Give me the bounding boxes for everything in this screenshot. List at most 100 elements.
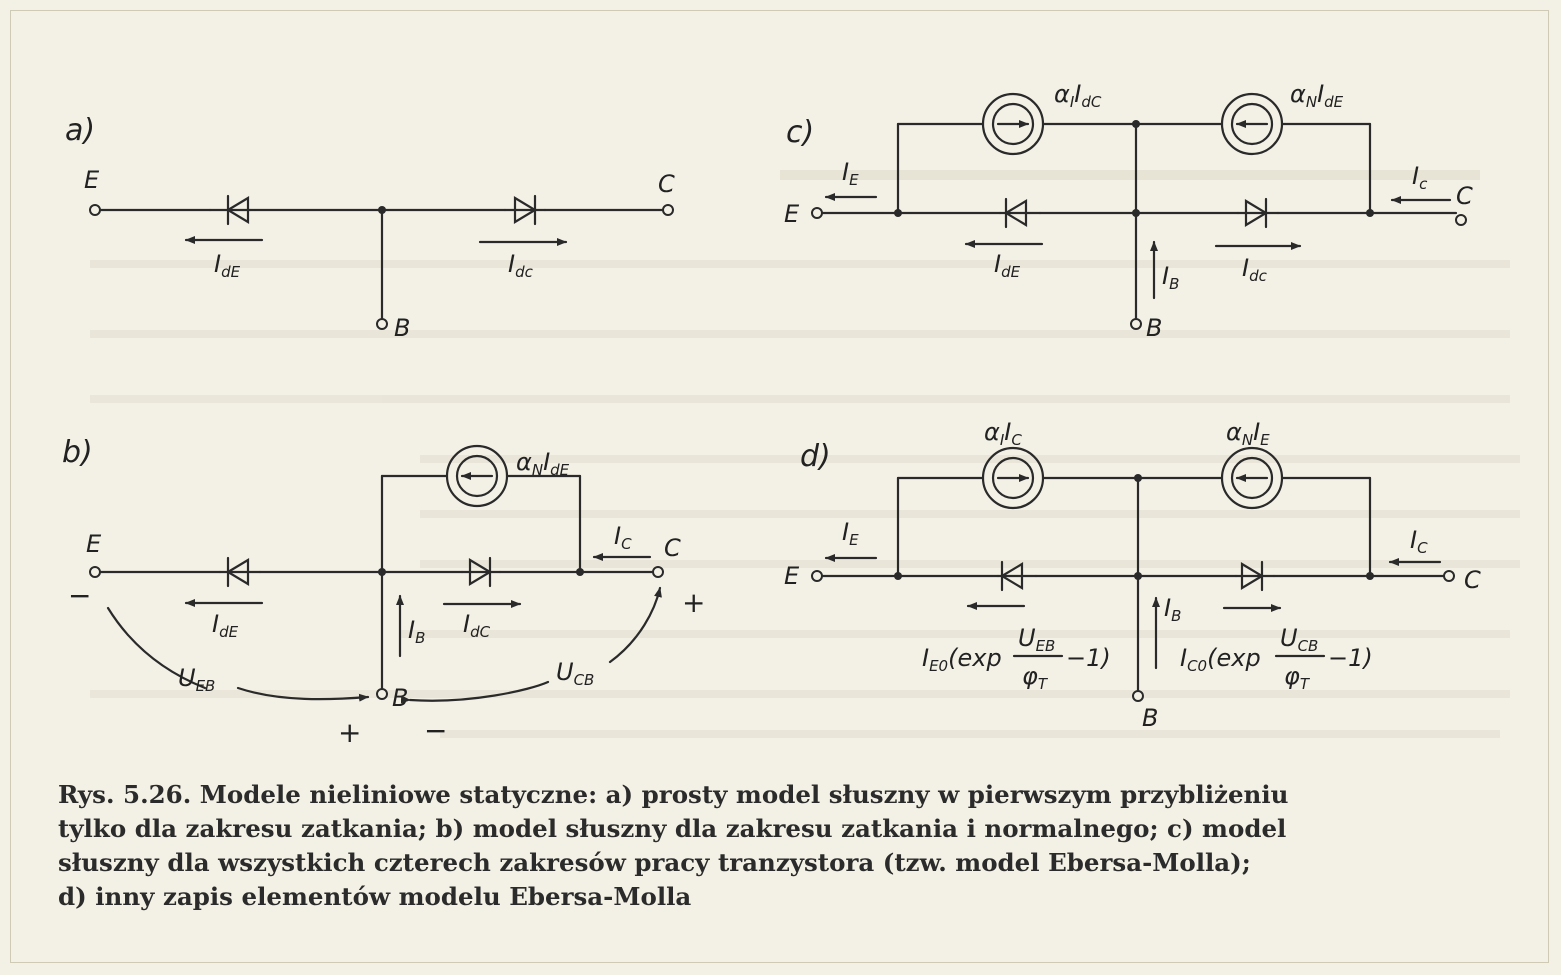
current-label-ic: IC xyxy=(614,522,632,553)
emitter-diode-equation: IE0(exp UEB φT −1) xyxy=(922,624,1111,693)
panel-d-tag: d) xyxy=(800,439,831,474)
collector-diode xyxy=(460,556,502,588)
current-label-ide: IdE xyxy=(214,250,241,281)
emitter-terminal xyxy=(89,566,101,578)
current-source-2 xyxy=(1220,92,1284,156)
base-label: B xyxy=(1142,704,1158,732)
voltage-arc-ueb xyxy=(106,606,207,690)
sign-plus: + xyxy=(682,586,705,619)
svg-text:UEB: UEB xyxy=(1018,624,1055,655)
base-terminal xyxy=(376,688,388,700)
node xyxy=(1134,572,1142,580)
collector-terminal xyxy=(1443,570,1455,582)
current-label-ide: IdE xyxy=(212,610,239,641)
source-1-label: αIIdC xyxy=(1054,80,1102,111)
current-label-idc: IdC xyxy=(463,610,491,641)
emitter-label: E xyxy=(84,166,100,194)
collector-terminal xyxy=(662,204,674,216)
svg-text:IE0(exp: IE0(exp xyxy=(922,644,1002,675)
panel-b: b) E C B αNIdE IC xyxy=(62,435,705,749)
collector-diode-equation: IC0(exp UCB φT −1) xyxy=(1180,624,1373,693)
sign-minus: − xyxy=(68,579,91,612)
collector-label: C xyxy=(658,170,675,198)
node xyxy=(894,572,902,580)
svg-text:−1): −1) xyxy=(1328,644,1373,672)
current-label-ie: IE xyxy=(842,518,859,549)
emitter-diode xyxy=(208,194,252,226)
collector-diode xyxy=(1236,197,1280,229)
node xyxy=(1134,474,1142,482)
emitter-label: E xyxy=(784,200,800,228)
collector-label: C xyxy=(1456,182,1473,210)
page-frame xyxy=(10,10,1549,963)
caption-line: słuszny dla wszystkich czterech zakresów… xyxy=(58,848,1251,877)
collector-terminal xyxy=(1455,214,1467,226)
node xyxy=(378,568,386,576)
emitter-diode xyxy=(998,197,1042,229)
collector-diode xyxy=(503,194,547,226)
current-label-ide: IdE xyxy=(994,250,1021,281)
voltage-label-ucb: UCB xyxy=(556,658,594,689)
emitter-terminal xyxy=(89,204,101,216)
node xyxy=(1366,572,1374,580)
svg-text:φT: φT xyxy=(1022,662,1049,693)
collector-terminal xyxy=(652,566,664,578)
base-terminal xyxy=(376,318,388,330)
source-label: αNIdE xyxy=(516,448,570,479)
node xyxy=(1132,120,1140,128)
base-label: B xyxy=(392,684,408,712)
svg-text:IC0(exp: IC0(exp xyxy=(1180,644,1261,675)
sign-minus: − xyxy=(424,714,447,747)
current-source-1 xyxy=(981,92,1045,156)
svg-text:φT: φT xyxy=(1284,662,1311,693)
source-2-label: αNIE xyxy=(1226,418,1270,449)
voltage-arc-ucb xyxy=(608,586,662,664)
base-terminal xyxy=(1132,690,1144,702)
current-label-idc: Idc xyxy=(508,250,534,281)
panel-d: d) xyxy=(784,418,1481,732)
panel-a: a) E C B IdE Idc xyxy=(65,113,675,342)
source-1-label: αIIC xyxy=(984,418,1022,449)
collector-label: C xyxy=(1464,566,1481,594)
node xyxy=(1366,209,1374,217)
emitter-terminal xyxy=(811,570,823,582)
current-label-ib: IB xyxy=(1162,262,1179,293)
emitter-diode xyxy=(218,556,262,588)
current-source xyxy=(445,444,509,508)
caption-line: Rys. 5.26. Modele nieliniowe statyczne: … xyxy=(58,780,1289,809)
panel-b-tag: b) xyxy=(62,435,93,470)
voltage-label-ueb: UEB xyxy=(178,664,215,695)
node xyxy=(576,568,584,576)
current-label-ib: IB xyxy=(1164,594,1181,625)
bleed-through-texture xyxy=(90,170,1520,738)
emitter-terminal xyxy=(811,207,823,219)
current-source-2 xyxy=(1220,446,1284,510)
emitter-diode xyxy=(996,560,1038,592)
base-label: B xyxy=(1146,314,1162,342)
voltage-arrow-ucb xyxy=(400,680,550,704)
node xyxy=(378,206,386,214)
panel-a-tag: a) xyxy=(65,113,95,148)
current-label-idc: Idc xyxy=(1242,254,1268,285)
collector-diode xyxy=(1234,560,1276,592)
svg-text:UCB: UCB xyxy=(1280,624,1318,655)
source-2-label: αNIdE xyxy=(1290,80,1344,111)
node xyxy=(894,209,902,217)
base-label: B xyxy=(394,314,410,342)
svg-text:−1): −1) xyxy=(1066,644,1111,672)
panel-c-tag: c) xyxy=(786,115,814,150)
collector-label: C xyxy=(664,534,681,562)
emitter-label: E xyxy=(784,562,800,590)
figure-caption: Rys. 5.26. Modele nieliniowe statyczne: … xyxy=(58,778,1508,914)
emitter-label: E xyxy=(86,530,102,558)
current-label-ic: Ic xyxy=(1412,162,1428,193)
node xyxy=(1132,209,1140,217)
current-label-ie: IE xyxy=(842,158,859,189)
panel-c: c) xyxy=(784,80,1473,342)
base-terminal xyxy=(1130,318,1142,330)
current-source-1 xyxy=(981,446,1045,510)
current-label-ic: IC xyxy=(1410,526,1428,557)
caption-line: tylko dla zakresu zatkania; b) model słu… xyxy=(58,814,1287,843)
